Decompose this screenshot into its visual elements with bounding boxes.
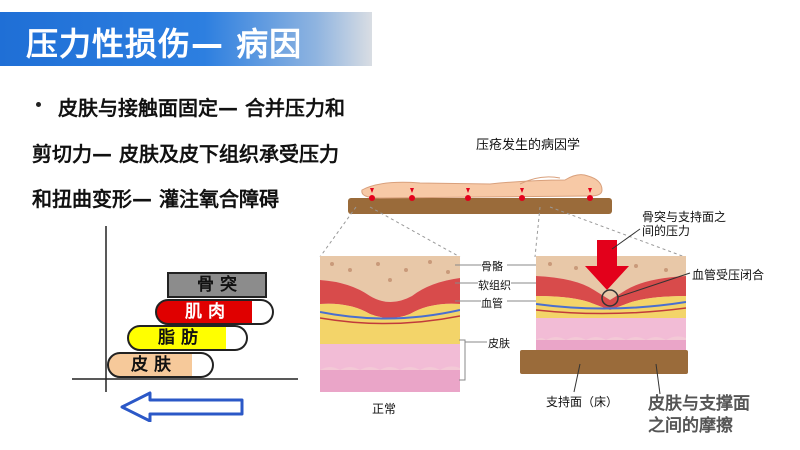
label-bone: 骨骼 (481, 260, 503, 273)
callout-pressure: 骨突与支持面之 间的压力 (642, 210, 727, 238)
title-bar (0, 12, 372, 66)
label-normal: 正常 (372, 402, 397, 416)
bullet-line-2: 剪切力— 皮肤及皮下组织承受压力 (32, 142, 339, 166)
bullet-dot (36, 102, 41, 107)
label-vessel: 血管 (481, 297, 503, 310)
bed-mattress (348, 198, 612, 214)
support-surface (520, 350, 688, 374)
tissue-compressed-illustration (536, 256, 686, 356)
pressure-arrow-icon (585, 240, 629, 290)
label-soft-tissue: 软组织 (478, 279, 511, 292)
layer-skin-curl (192, 352, 214, 378)
patient-body (361, 174, 603, 199)
callout-occlusion: 血管受压闭合 (692, 268, 765, 282)
layer-fat: 脂 肪 (127, 325, 229, 351)
layer-bone: 骨 突 (167, 272, 267, 298)
bullet-line-1: 皮肤与接触面固定— 合并压力和 (58, 96, 345, 120)
label-skin: 皮肤 (488, 337, 510, 350)
slide-title: 压力性损伤— 病因 (26, 25, 303, 63)
pressure-point-markers (369, 188, 593, 201)
tissue-normal-illustration (320, 256, 460, 392)
layer-skin: 皮 肤 (107, 352, 195, 378)
callout-leader-lines (611, 228, 691, 298)
left-arrow-icon (120, 391, 244, 422)
bullet-line-3: 和扭曲变形— 灌注氧合障碍 (32, 187, 279, 211)
zoom-lines (319, 206, 686, 258)
layer-muscle-curl (252, 299, 274, 325)
label-leader-lines (455, 264, 540, 381)
layer-muscle: 肌 肉 (155, 299, 255, 325)
figure-caption: 压疮发生的病因学 (476, 138, 581, 153)
friction-note: 皮肤与支撑面 之间的摩擦 (648, 394, 750, 436)
bottom-leader-lines (573, 363, 661, 395)
occlusion-circle (601, 289, 619, 307)
layer-fat-curl (226, 325, 248, 351)
label-support-surface: 支持面（床） (546, 395, 619, 409)
layers-axes (72, 226, 298, 422)
patient-on-bed-illustration (348, 174, 612, 214)
